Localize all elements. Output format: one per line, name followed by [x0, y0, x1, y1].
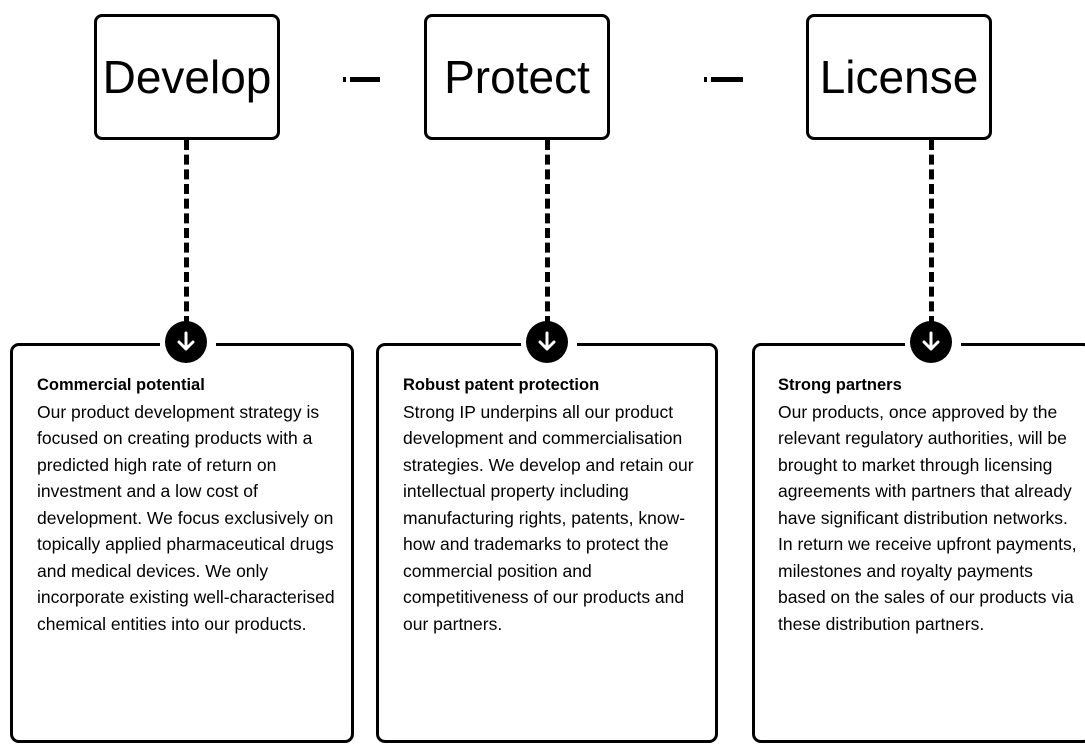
dashed-line-license: [929, 140, 934, 326]
connector-develop-protect: [350, 77, 380, 82]
panel-title: Strong partners: [778, 376, 902, 394]
panel-text-commercial-potential: Commercial potential Our product develop…: [37, 372, 342, 637]
panel-robust-patent-protection: [376, 343, 718, 743]
panel-body: Strong IP underpins all our product deve…: [403, 401, 694, 634]
dashed-line-develop: [184, 140, 189, 326]
panel-strong-partners: [752, 343, 1085, 743]
connector-dot-right: [704, 77, 707, 82]
connector-dot-left: [343, 77, 346, 82]
panel-text-robust-patent-protection: Robust patent protection Strong IP under…: [403, 372, 708, 637]
panel-text-strong-partners: Strong partners Our products, once appro…: [778, 372, 1081, 637]
panel-body: Our product development strategy is focu…: [37, 401, 335, 634]
stage-box-develop: Develop: [94, 14, 280, 140]
panel-title: Commercial potential: [37, 376, 205, 394]
stage-label-develop: Develop: [102, 51, 272, 103]
stage-label-protect: Protect: [444, 51, 590, 103]
arrow-down-circle-icon: [526, 321, 568, 363]
panel-commercial-potential: [10, 343, 354, 743]
dashed-line-protect: [545, 140, 550, 326]
panel-title: Robust patent protection: [403, 376, 600, 394]
arrow-down-circle-icon: [165, 321, 207, 363]
connector-protect-license: [711, 77, 743, 82]
stage-box-license: License: [806, 14, 992, 140]
stage-box-protect: Protect: [424, 14, 610, 140]
arrow-down-circle-icon: [910, 321, 952, 363]
stage-label-license: License: [819, 51, 979, 103]
panel-body: Our products, once approved by the relev…: [778, 401, 1077, 634]
